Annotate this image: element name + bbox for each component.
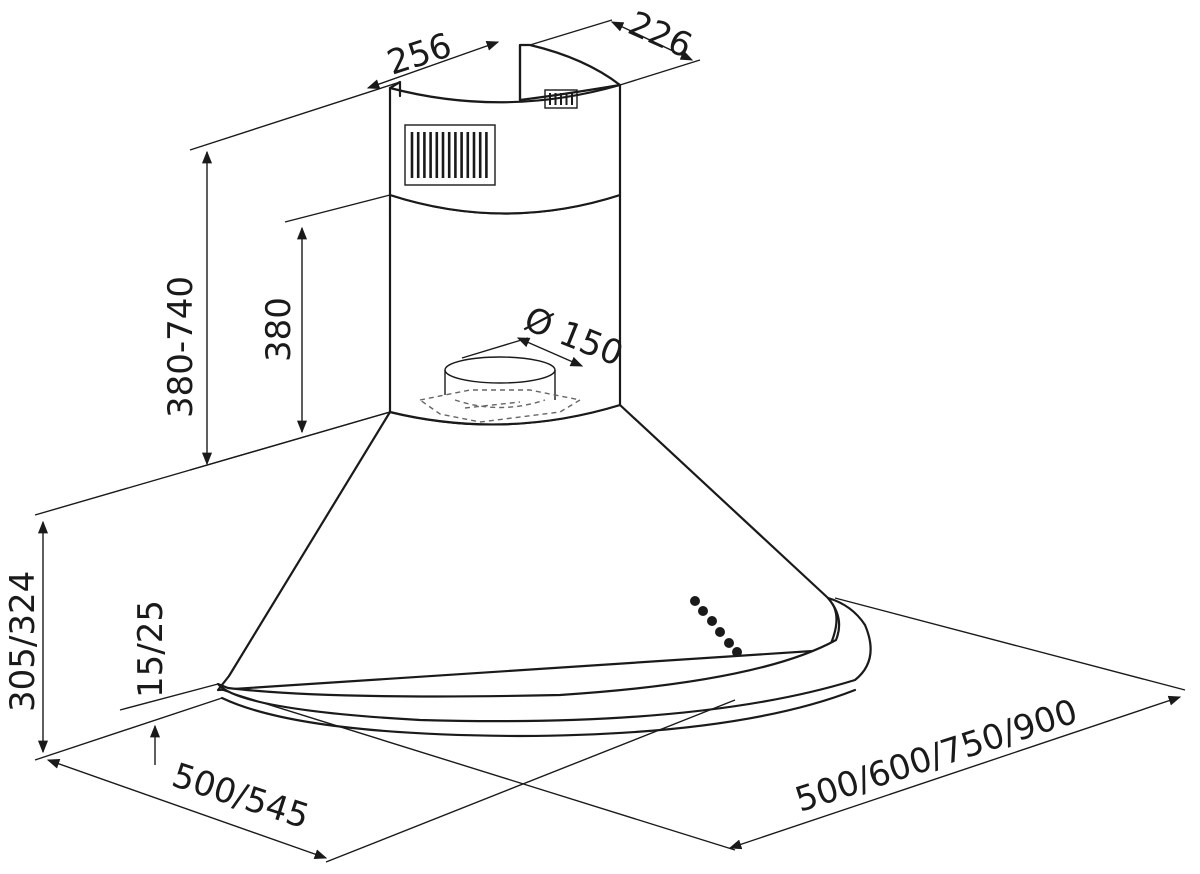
air-outlet <box>418 356 582 423</box>
hood-height-label: 305/324 <box>3 571 43 712</box>
dimension-lines <box>34 19 1186 863</box>
control-buttons <box>690 596 742 657</box>
vent-slots <box>404 89 578 186</box>
chimney-width-label: 256 <box>382 25 456 83</box>
chimney-height-fixed-label: 380 <box>259 297 299 362</box>
hood-canopy <box>216 403 872 738</box>
hood-width-label: 500/600/750/900 <box>790 692 1082 821</box>
chimney-height-range-label: 380-740 <box>161 276 201 418</box>
rim-thickness-label: 15/25 <box>131 600 171 698</box>
chimney <box>388 43 622 426</box>
hood-depth-label: 500/545 <box>167 756 314 838</box>
